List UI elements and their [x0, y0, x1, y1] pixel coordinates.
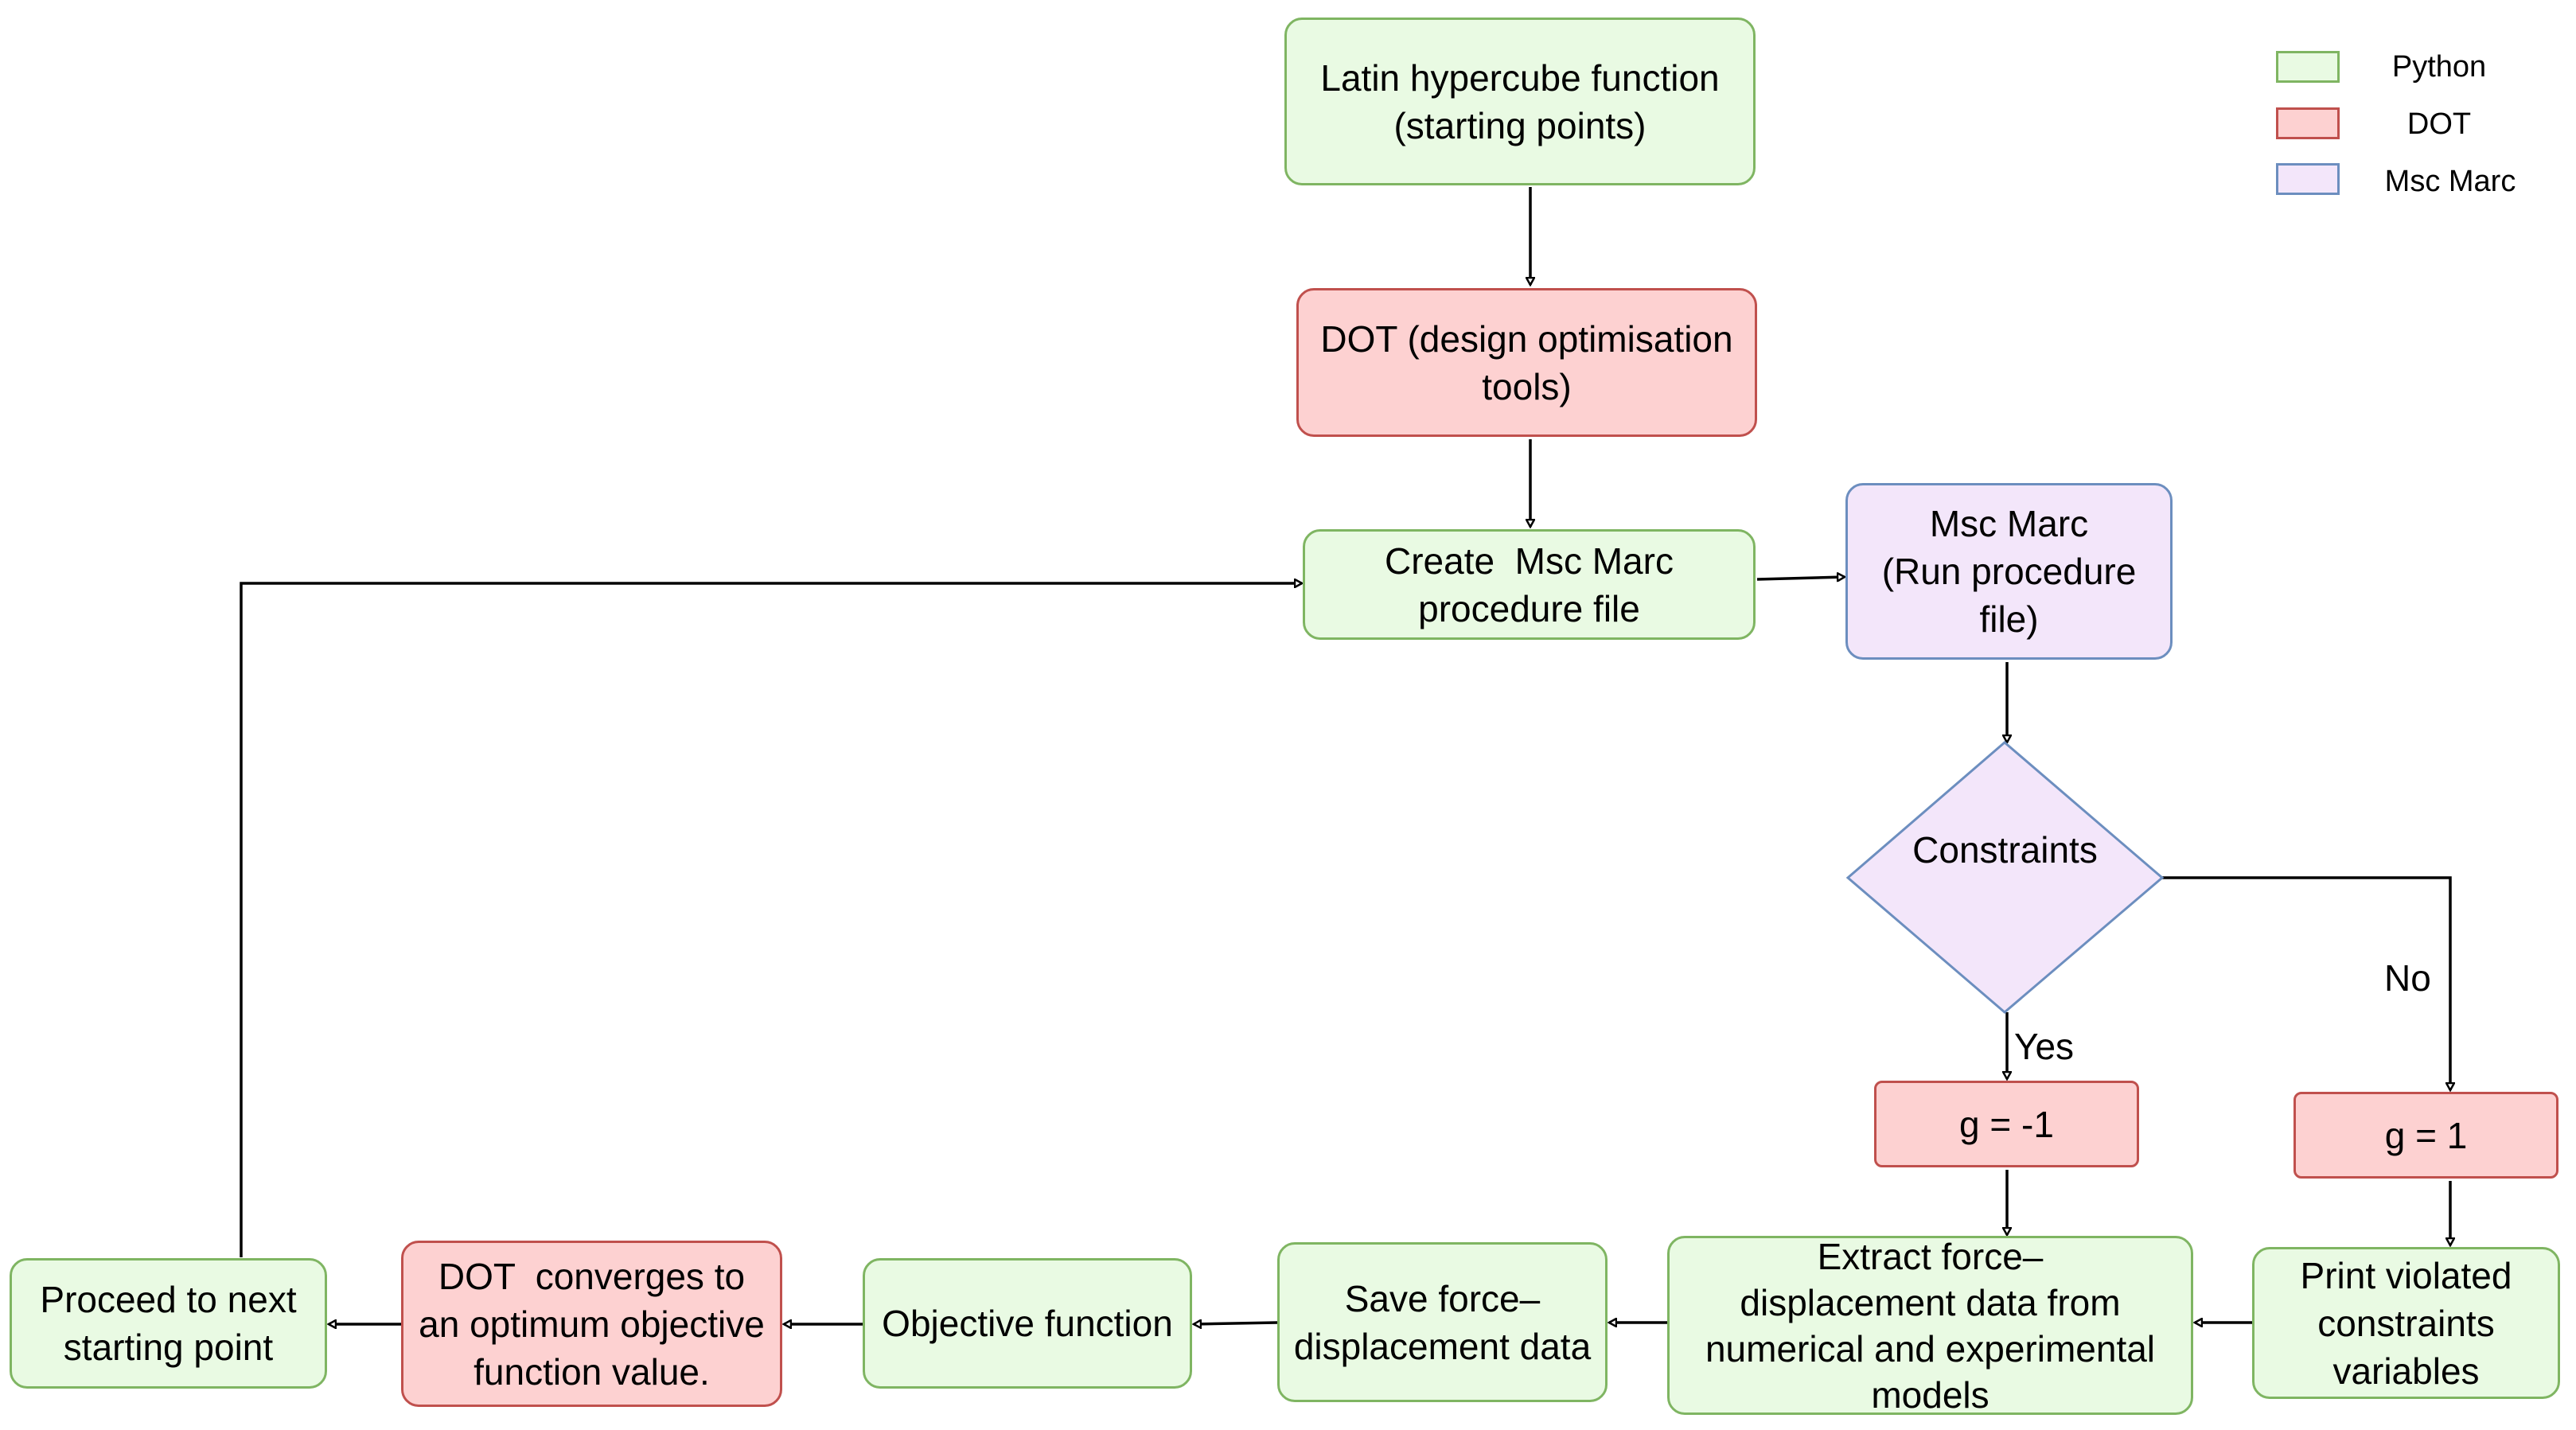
msc-marc-line3: file): [1979, 598, 2039, 640]
latin-hypercube-line1: Latin hypercube function: [1320, 56, 1720, 99]
g-minus-one-label: g = -1: [1959, 1103, 2054, 1145]
edge-label-yes: Yes: [2014, 1026, 2075, 1067]
msc-marc-line1: Msc Marc: [1929, 503, 2089, 544]
create-procedure-file-node: Create Msc Marc procedure file: [1303, 529, 1756, 640]
print-violated-line2: constraints: [2317, 1302, 2495, 1344]
dot-converges-line2: an optimum objective: [419, 1303, 765, 1345]
dot-design-line2: tools): [1482, 365, 1572, 407]
edge-label-no: No: [2384, 957, 2431, 999]
arrow-save-to-objective: [1194, 1323, 1278, 1324]
latin-hypercube-line2: (starting points): [1393, 104, 1647, 146]
legend-swatch-python: [2276, 51, 2340, 83]
constraints-diamond: [1845, 741, 2165, 1014]
dot-converges-line1: DOT converges to: [438, 1255, 746, 1297]
save-line1: Save force–: [1344, 1277, 1541, 1319]
print-violated-node: Print violated constraints variables: [2252, 1247, 2560, 1399]
proceed-next-node: Proceed to next starting point: [10, 1258, 327, 1389]
g-minus-one-node: g = -1: [1874, 1081, 2139, 1167]
g-one-node: g = 1: [2293, 1092, 2558, 1179]
arrow-proceed-loop-to-create: [240, 583, 1302, 1257]
save-line2: displacement data: [1293, 1325, 1592, 1367]
extract-data-node: Extract force– displacement data from nu…: [1667, 1235, 2193, 1416]
print-violated-line1: Print violated: [2300, 1254, 2512, 1296]
objective-function-label: Objective function: [882, 1303, 1173, 1344]
arrow-constraints-no: [2162, 876, 2450, 1090]
legend-swatch-dot: [2276, 107, 2340, 139]
extract-line2: displacement data from: [1740, 1281, 2121, 1323]
save-data-node: Save force– displacement data: [1277, 1242, 1608, 1402]
legend-label-python: Python: [2391, 50, 2487, 84]
constraints-label: Constraints: [1912, 829, 2098, 871]
print-violated-line3: variables: [2332, 1350, 2480, 1392]
dot-design-line1: DOT (design optimisation: [1320, 318, 1733, 360]
msc-marc-run-node: Msc Marc (Run procedure file): [1845, 483, 2173, 660]
latin-hypercube-node: Latin hypercube function (starting point…: [1284, 18, 1756, 185]
legend-label-msc: Msc Marc: [2384, 165, 2516, 198]
g-one-label: g = 1: [2384, 1114, 2468, 1156]
dot-converges-node: DOT converges to an optimum objective fu…: [401, 1241, 782, 1407]
legend-label-dot: DOT: [2406, 107, 2472, 141]
proceed-line1: Proceed to next: [40, 1279, 297, 1320]
msc-marc-line2: (Run procedure: [1881, 551, 2137, 592]
create-procedure-line2: procedure file: [1418, 587, 1640, 629]
extract-line1: Extract force–: [1817, 1235, 2044, 1277]
proceed-line2: starting point: [63, 1327, 274, 1368]
extract-line3: numerical and experimental: [1705, 1327, 2156, 1370]
legend-swatch-msc: [2276, 163, 2340, 195]
extract-line4: models: [1871, 1374, 1989, 1416]
arrow-create-to-msc: [1756, 577, 1845, 579]
dot-converges-line3: function value.: [474, 1350, 710, 1393]
create-procedure-line1: Create Msc Marc: [1385, 540, 1674, 582]
dot-design-optimisation-node: DOT (design optimisation tools): [1296, 288, 1757, 437]
objective-function-node: Objective function: [863, 1258, 1192, 1389]
